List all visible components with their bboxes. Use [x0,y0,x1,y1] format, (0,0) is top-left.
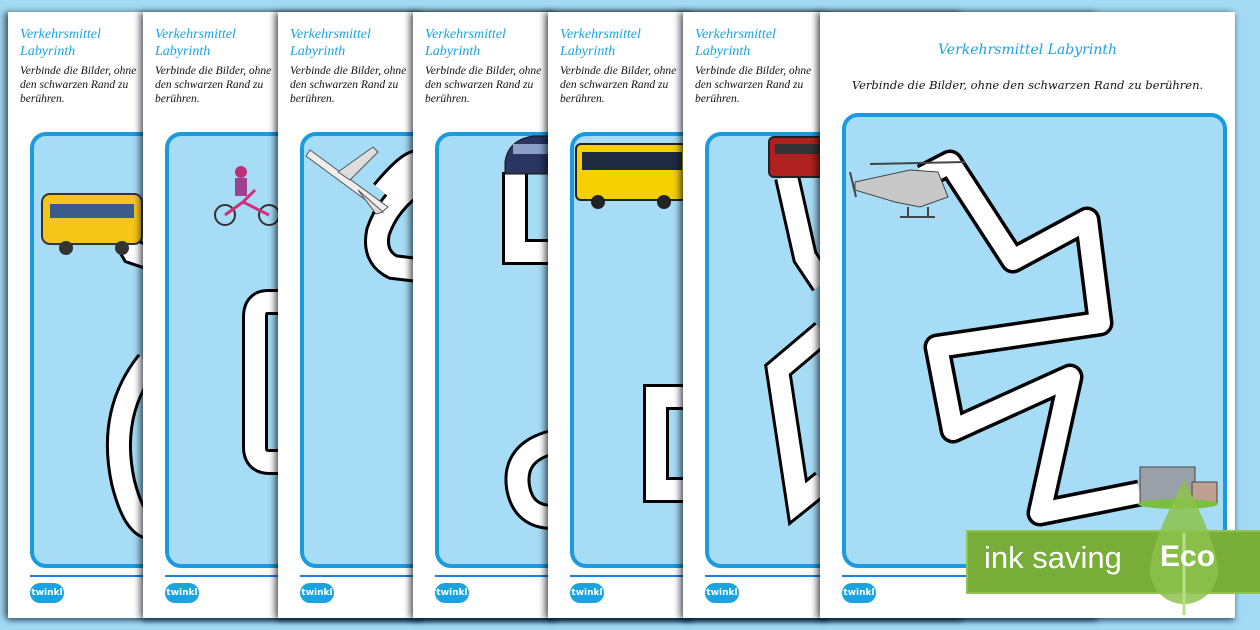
twinkl-logo: twinkl [30,583,64,603]
hospital-icon [1138,466,1218,509]
bicycle-icon [214,166,280,226]
twinkl-logo: twinkl [705,583,739,603]
worksheet-title: Verkehrsmittel Labyrinth [155,27,236,59]
worksheet-instruction: Verbinde die Bilder, ohne den schwarzen … [695,65,812,105]
bus-icon [41,193,143,255]
maze-path [849,149,1218,527]
worksheet-instruction: Verbinde die Bilder, ohne den schwarzen … [425,65,542,105]
worksheet-instruction: Verbinde die Bilder, ohne den schwarzen … [290,65,407,105]
worksheet-instruction: Verbinde die Bilder, ohne den schwarzen … [20,65,137,105]
twinkl-logo: twinkl [300,583,334,603]
twinkl-logo: twinkl [435,583,469,603]
helicopter-icon [849,161,966,218]
worksheet-page-7[interactable]: Verkehrsmittel Labyrinth Verbinde die Bi… [820,12,1235,618]
worksheet-title: Verkehrsmittel Labyrinth [425,27,506,59]
worksheet-instruction: Verbinde die Bilder, ohne den schwarzen … [155,65,272,105]
train-icon [768,136,824,178]
car-icon [504,135,554,175]
maze-art [502,135,557,530]
worksheet-title: Verkehrsmittel Labyrinth [560,27,641,59]
maze-art [764,136,834,527]
twinkl-logo: twinkl [165,583,199,603]
maze-art [41,193,159,540]
worksheet-title: Verkehrsmittel Labyrinth [290,27,371,59]
worksheet-instruction: Verbinde die Bilder, ohne den schwarzen … [851,78,1204,92]
worksheet-title: Verkehrsmittel Labyrinth [20,27,101,59]
twinkl-logo: twinkl [570,583,604,603]
worksheet-title: Verkehrsmittel Labyrinth [695,27,776,59]
airplane-icon [305,146,389,215]
worksheet-title: Verkehrsmittel Labyrinth [937,42,1118,58]
maze-art [575,143,688,503]
city-bus-icon [575,143,687,209]
ink-saving-text: ink saving [984,540,1122,575]
twinkl-logo: twinkl [842,583,876,603]
worksheet-instruction: Verbinde die Bilder, ohne den schwarzen … [560,65,677,105]
eco-label: Eco [1160,540,1216,573]
